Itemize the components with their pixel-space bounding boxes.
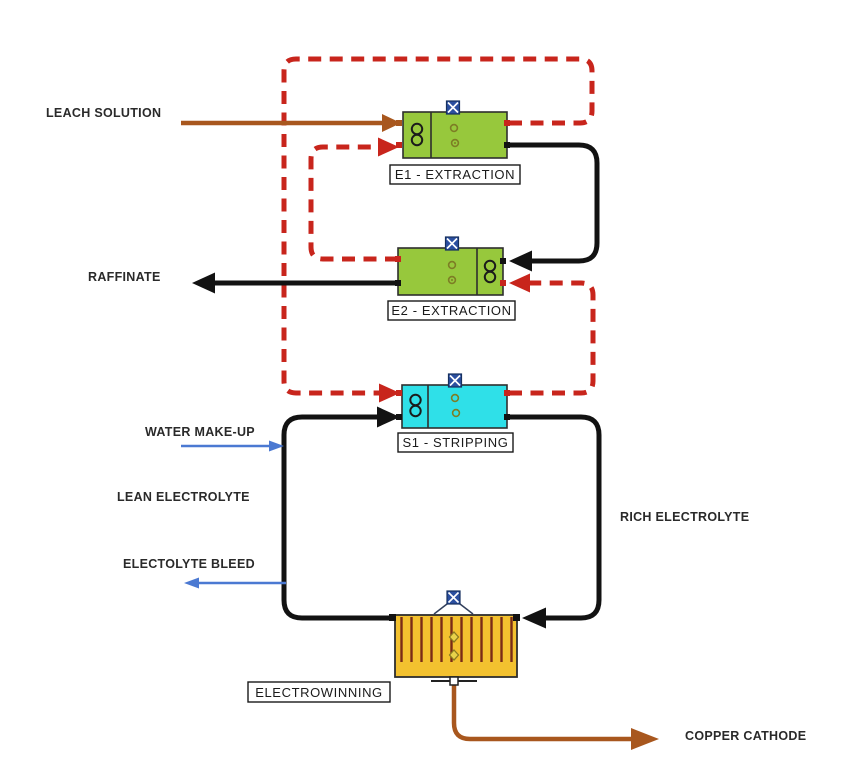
ew-port (513, 614, 520, 621)
organic-arrow-into-s1 (379, 383, 400, 403)
brown-streams (181, 114, 659, 750)
ew-port (389, 614, 396, 621)
organic-line-e2-to-e1 (308, 144, 398, 262)
e2-label-box (387, 300, 516, 321)
e2-port (500, 280, 506, 286)
e2-port (395, 280, 401, 286)
raffinate-arrow (192, 272, 215, 294)
e2-settler-dot-core (451, 279, 453, 281)
copper-cathode-arrow (631, 728, 659, 750)
ew-valve-icon (433, 590, 474, 615)
rich-arrow-into-ew (522, 607, 546, 629)
unit-electrowinning: ELECTROWINNING (247, 590, 520, 703)
organic-arrow-into-e1 (378, 137, 399, 157)
e1-valve-icon (445, 100, 461, 115)
aqueous-line-e1-to-e2 (509, 142, 600, 264)
label-lean-electrolyte: LEAN ELECTROLYTE (117, 490, 250, 504)
e2-settler-dot (447, 275, 457, 285)
unit-e2-extraction: E2 - EXTRACTION (387, 236, 516, 321)
e1-settler-dot (449, 123, 459, 133)
unit-s1-stripping: S1 - STRIPPING (396, 373, 514, 453)
unit-e1-extraction: E1 - EXTRACTION (389, 100, 521, 185)
rich-electrolyte-line (509, 414, 602, 621)
e1-port (504, 120, 510, 126)
label-leach-solution: LEACH SOLUTION (46, 106, 161, 120)
lean-arrow-into-s1 (377, 406, 400, 428)
aqueous-electrolyte-lines (192, 142, 602, 629)
e2-label: E2 - EXTRACTION (391, 303, 511, 318)
blue-streams (181, 440, 286, 589)
e2-port (395, 256, 401, 262)
e2-mixer-icon (483, 259, 497, 284)
e2-settler-dot (447, 260, 457, 270)
electrolyte-bleed-arrow (184, 577, 199, 589)
ew-label: ELECTROWINNING (255, 685, 383, 700)
water-makeup-arrow (269, 440, 284, 452)
organic-phase-loops (281, 56, 596, 403)
s1-port (504, 414, 510, 420)
s1-mixer-icon (409, 393, 422, 418)
leach-arrow-into-e1 (382, 114, 401, 132)
e1-label: E1 - EXTRACTION (395, 167, 515, 182)
s1-label-box (397, 432, 514, 453)
aqueous-arrow-into-e2 (509, 250, 532, 272)
e1-mixer-icon (410, 122, 424, 147)
s1-valve-icon (447, 373, 463, 388)
ew-bottom-connector (431, 676, 477, 686)
s1-port (504, 390, 510, 396)
ew-diamond (448, 649, 460, 661)
stream-labels: LEACH SOLUTION RAFFINATE WATER MAKE-UP L… (46, 106, 806, 743)
label-copper-cathode: COPPER CATHODE (685, 729, 806, 743)
copper-cathode-line (451, 683, 634, 742)
label-electrolyte-bleed: ELECTOLYTE BLEED (123, 557, 255, 571)
ew-label-box (247, 681, 391, 703)
label-raffinate: RAFFINATE (88, 270, 161, 284)
ew-diamond (448, 631, 460, 643)
organic-line-s1-to-e2 (509, 280, 596, 396)
label-water-makeup: WATER MAKE-UP (145, 425, 255, 439)
lean-electrolyte-line (281, 414, 392, 621)
s1-port (396, 414, 402, 420)
s1-settler-dot (451, 408, 461, 418)
e1-port (504, 142, 510, 148)
ew-box (394, 614, 518, 678)
e2-valve-icon (444, 236, 460, 251)
s1-port (396, 390, 402, 396)
e1-port (396, 120, 402, 126)
e1-settler-dot (450, 138, 460, 148)
organic-arrow-into-e2 (509, 273, 530, 293)
label-rich-electrolyte: RICH ELECTROLYTE (620, 510, 749, 524)
s1-settler-dot (450, 393, 460, 403)
e1-settler-dot-core (454, 142, 456, 144)
organic-line-e1-to-s1 (281, 56, 595, 396)
e1-label-box (389, 164, 521, 185)
s1-label: S1 - STRIPPING (403, 435, 509, 450)
e1-port (396, 142, 402, 148)
e2-port (500, 258, 506, 264)
